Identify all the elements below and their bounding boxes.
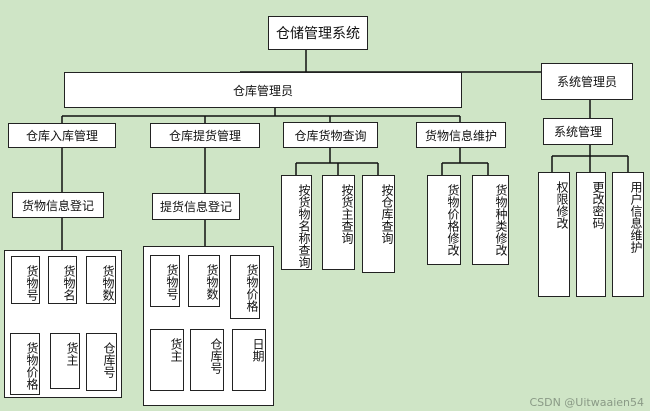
inbound-sub: 货物信息登记 — [12, 192, 104, 218]
module-inbound: 仓库入库管理 — [8, 123, 116, 148]
module-pickup: 仓库提货管理 — [150, 123, 260, 148]
pickup-sub: 提货信息登记 — [152, 193, 240, 220]
module-query: 仓库货物查询 — [283, 122, 378, 148]
inbound-field-goods-no: 货物号 — [11, 256, 40, 304]
query-by-owner: 按货主查询 — [322, 175, 355, 270]
inbound-field-goods-qty: 货物数 — [86, 256, 116, 304]
goods-price-edit: 货物价格修改 — [427, 175, 461, 265]
inbound-field-owner: 货主 — [50, 333, 80, 389]
pickup-field-goods-qty: 货物数 — [188, 255, 220, 307]
query-by-goods-name: 按货物名称查询 — [281, 175, 312, 270]
pickup-field-warehouse-no: 仓库号 — [190, 329, 224, 391]
pickup-field-owner: 货主 — [150, 329, 184, 391]
system-user-info: 用户信息维护 — [612, 172, 644, 297]
root-node: 仓储管理系统 — [268, 16, 368, 50]
module-system: 系统管理 — [543, 118, 613, 145]
system-permission-edit: 权限修改 — [538, 172, 570, 297]
pickup-field-goods-price: 货物价格 — [230, 255, 260, 319]
pickup-field-goods-no: 货物号 — [150, 255, 180, 307]
watermark: CSDN @Uitwaaien54 — [529, 396, 644, 409]
module-goods-info: 货物信息维护 — [416, 122, 506, 148]
role-system-admin: 系统管理员 — [541, 63, 633, 100]
query-by-warehouse: 按仓库查询 — [362, 175, 395, 273]
pickup-field-date: 日期 — [232, 329, 266, 391]
inbound-field-warehouse-no: 仓库号 — [86, 333, 117, 391]
system-change-password: 更改密码 — [576, 172, 606, 297]
inbound-field-goods-name: 货物名 — [48, 256, 77, 304]
role-warehouse-admin: 仓库管理员 — [64, 72, 462, 108]
inbound-field-goods-price: 货物价格 — [10, 333, 40, 395]
goods-type-edit: 货物种类修改 — [472, 175, 509, 265]
